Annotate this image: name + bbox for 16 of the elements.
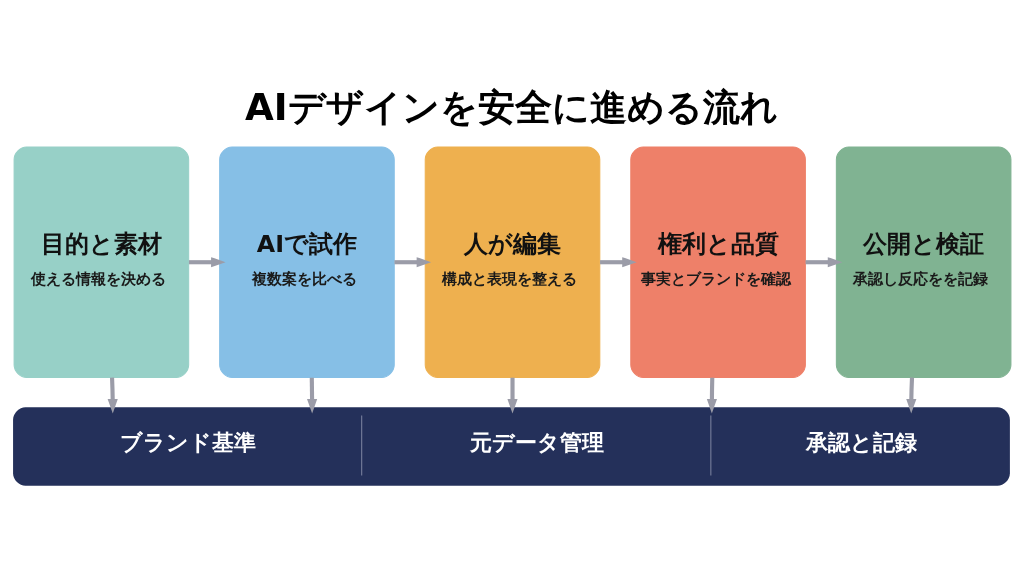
arrow [307, 377, 318, 414]
node-box: 目的と素材 使える情報を決める [13, 146, 190, 378]
node-box: 人が編集 構成と表現を整える [424, 146, 601, 378]
node-box: 公開と検証 承認し反応をを記録 [835, 146, 1012, 378]
arrow [507, 377, 518, 414]
arrow [600, 256, 637, 267]
arrow [706, 377, 717, 414]
arrow [394, 256, 432, 267]
diagram-title: AIデザインを安全に進める流れ [244, 84, 778, 129]
node-box: AIで試作 複数案を比べる [219, 146, 395, 378]
arrow [906, 377, 917, 414]
arrow [188, 256, 226, 267]
node-box: ブランド基準 元データ管理 承認と記録 [13, 406, 1010, 486]
arrow [805, 256, 843, 267]
arrow [107, 377, 118, 414]
node-box: 権利と品質 事実とブランドを確認 [630, 146, 806, 378]
